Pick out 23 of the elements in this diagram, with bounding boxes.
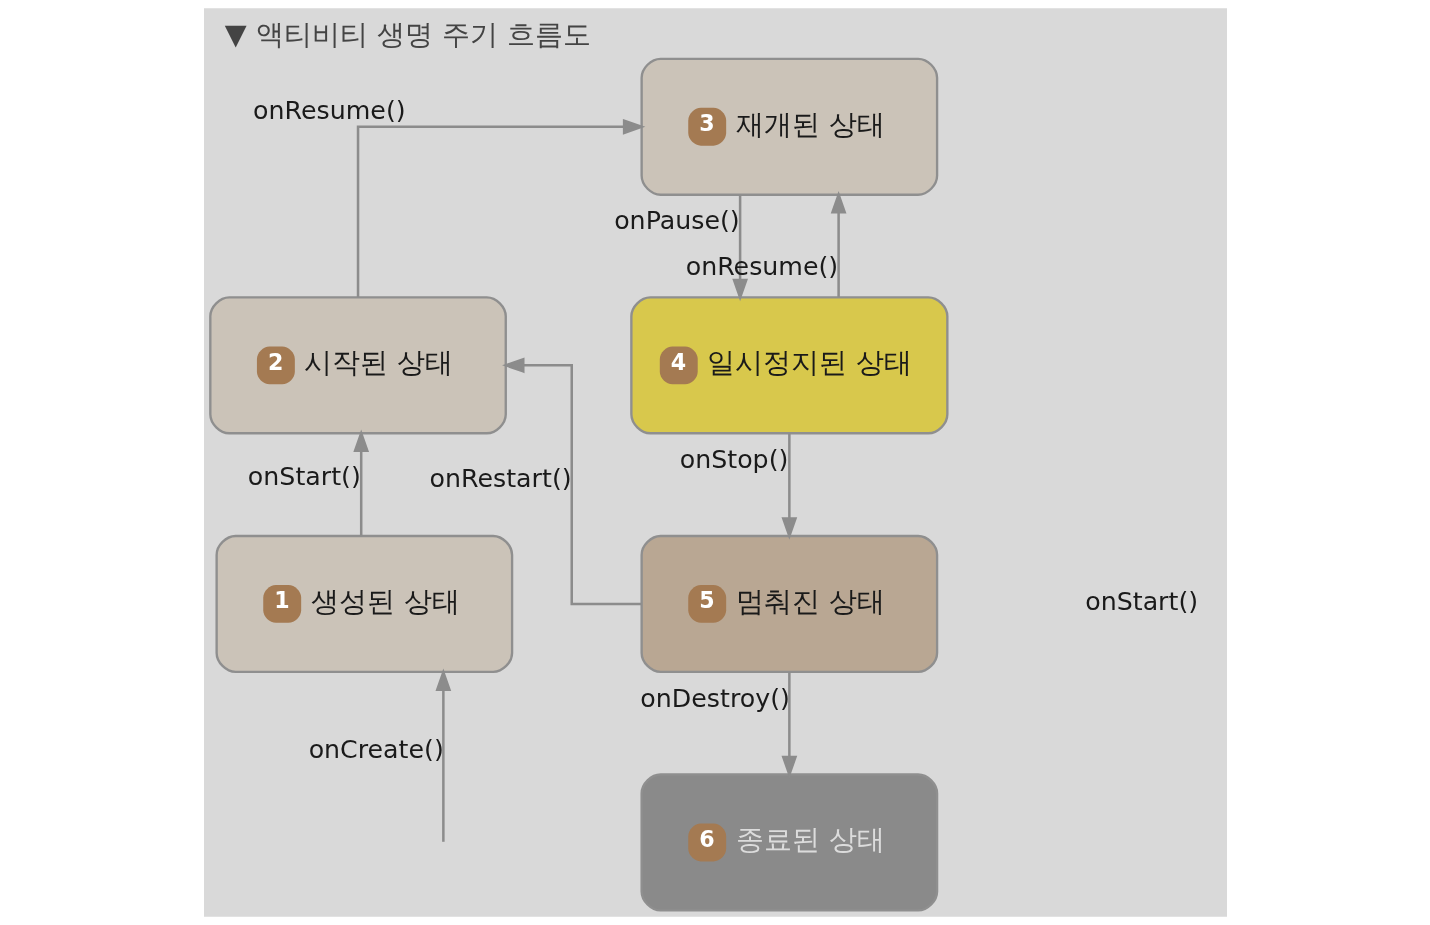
- arrow: [352, 429, 369, 536]
- node-box: 4 일시정지된 상태: [629, 296, 949, 435]
- diagram-title: ▼ 액티비티 생명 주기 흐름도: [224, 17, 591, 51]
- edge-label: onDestroy(): [639, 683, 790, 713]
- edge-label: onPause(): [613, 206, 740, 236]
- node-box: 2 시작된 상태: [208, 296, 507, 435]
- arrow: [356, 118, 645, 297]
- label: onStart(): [1084, 586, 1198, 616]
- arrow: [435, 668, 451, 842]
- arrow: [830, 190, 846, 297]
- edge-label: onCreate(): [308, 734, 444, 764]
- edge-label: onResume(): [252, 95, 406, 125]
- arrow: [501, 357, 641, 606]
- node-box: 5 멈춰진 상태: [639, 534, 938, 674]
- node-box: 1 생성된 상태: [214, 534, 513, 674]
- node-box: 6 종료된 상태: [639, 773, 938, 912]
- edge-label: onRestart(): [429, 463, 572, 493]
- edge-label: onStop(): [679, 444, 788, 474]
- arrow: [731, 195, 748, 302]
- arrow: [781, 433, 797, 540]
- node-box: 3 재개된 상태: [639, 57, 938, 196]
- edge-label: onStart(): [247, 461, 361, 491]
- edge-label: onResume(): [685, 251, 838, 281]
